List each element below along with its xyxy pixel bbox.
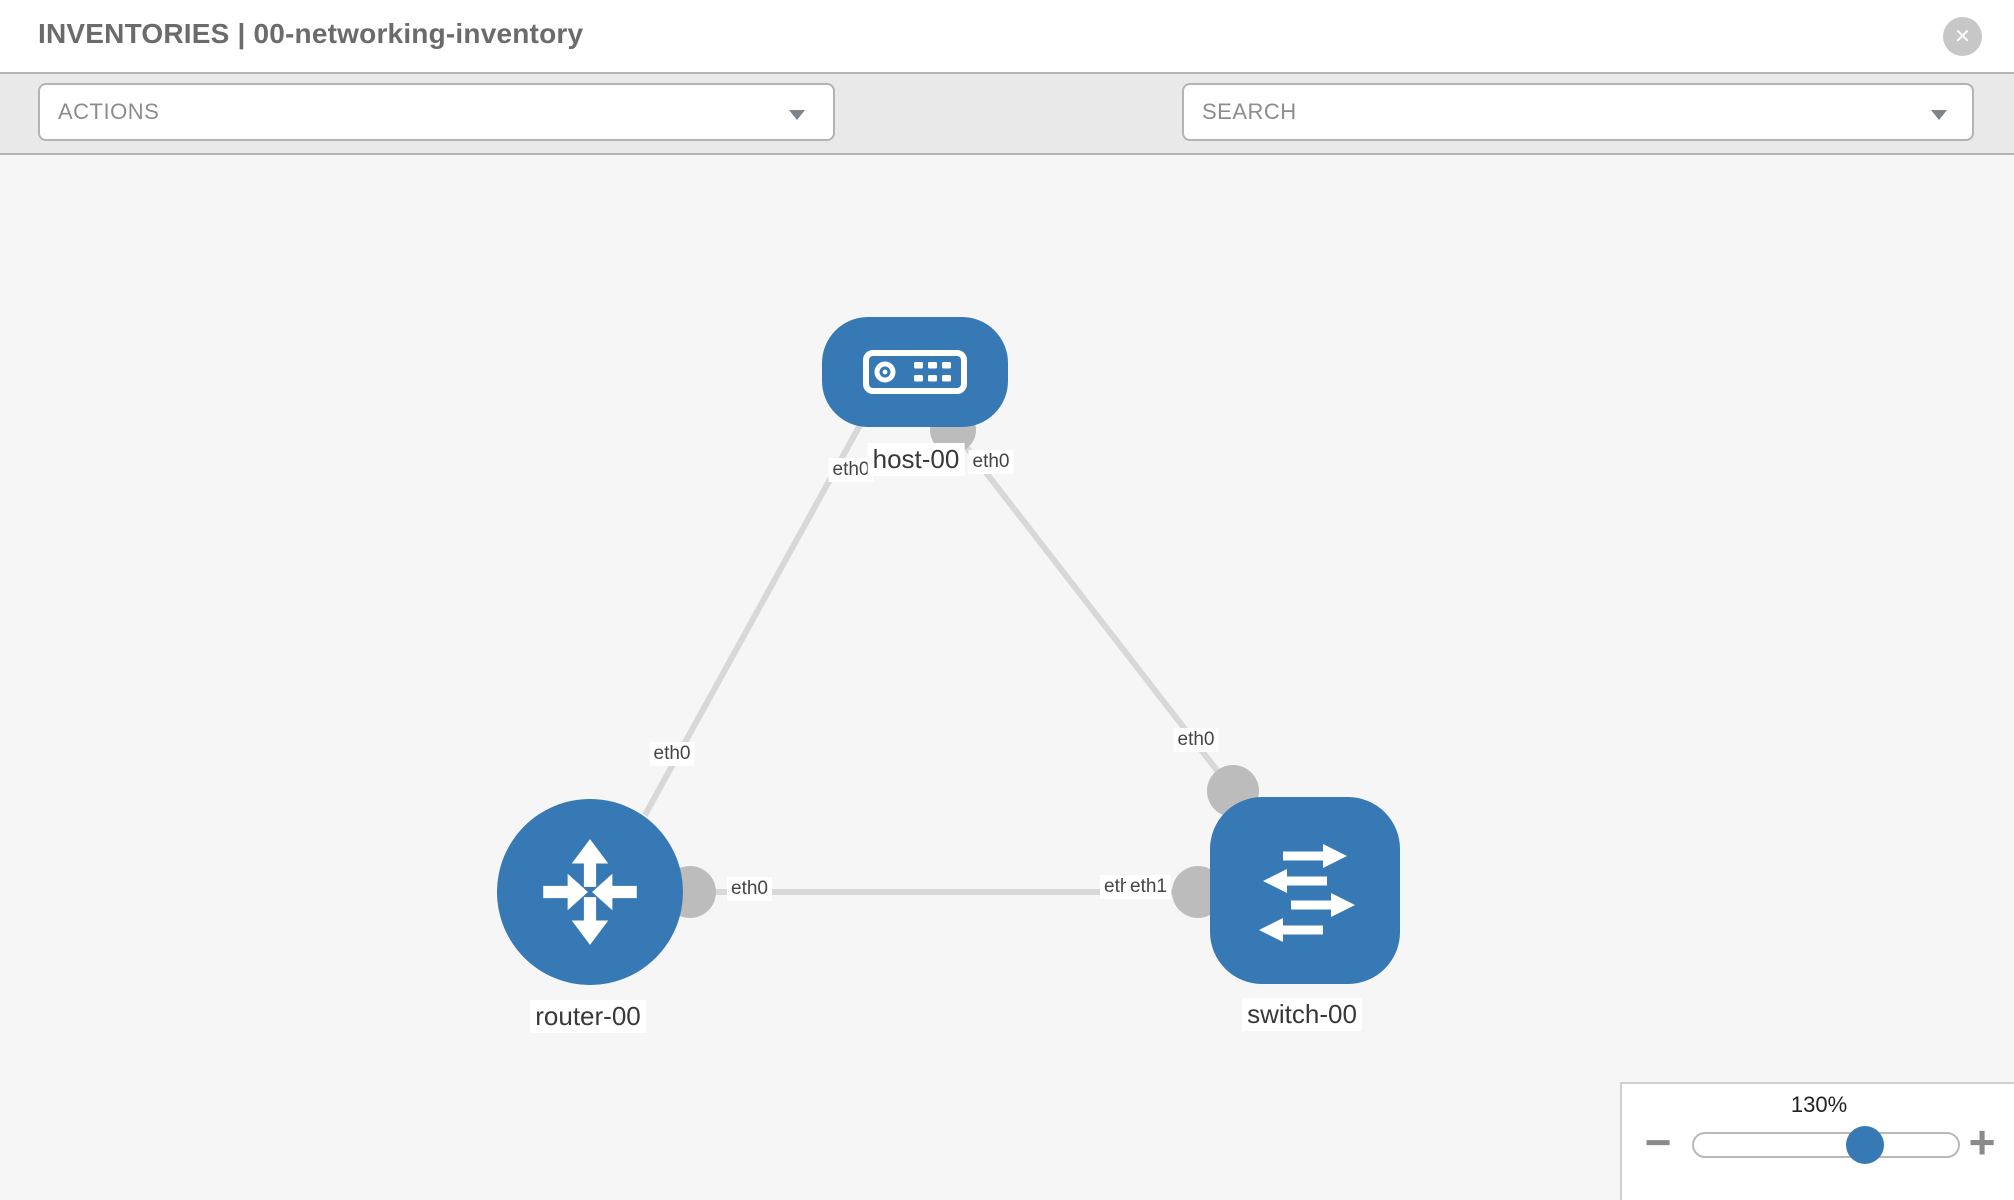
plus-icon: + bbox=[1968, 1116, 1996, 1168]
header-bar: INVENTORIES | 00-networking-inventory ✕ bbox=[0, 0, 2014, 72]
zoom-slider-handle[interactable] bbox=[1846, 1126, 1884, 1164]
zoom-out-button[interactable]: − bbox=[1638, 1114, 1678, 1170]
close-icon: ✕ bbox=[1954, 26, 1971, 48]
node-label-router: router-00 bbox=[530, 1000, 646, 1033]
node-switch[interactable] bbox=[1210, 797, 1400, 984]
router-icon bbox=[543, 839, 637, 945]
interface-label: eth0 bbox=[968, 450, 1014, 474]
node-router[interactable] bbox=[497, 799, 683, 985]
minus-icon: − bbox=[1644, 1116, 1672, 1168]
caret-down-icon bbox=[1931, 110, 1947, 120]
search-placeholder: SEARCH bbox=[1202, 99, 1297, 124]
actions-dropdown-label: ACTIONS bbox=[58, 99, 160, 124]
page-title: INVENTORIES | 00-networking-inventory bbox=[38, 18, 584, 49]
topology-links-layer bbox=[642, 407, 1259, 918]
interface-label: eth0 bbox=[828, 458, 874, 482]
zoom-slider-track[interactable] bbox=[1692, 1132, 1960, 1158]
toolbar: ACTIONS SEARCH bbox=[0, 72, 2014, 210]
node-host[interactable] bbox=[822, 317, 1008, 427]
actions-dropdown[interactable]: ACTIONS bbox=[38, 83, 835, 141]
search-dropdown[interactable]: SEARCH bbox=[1182, 83, 1974, 141]
host-icon bbox=[863, 350, 967, 394]
interface-label: eth0 bbox=[1173, 728, 1219, 752]
node-label-host: host-00 bbox=[867, 443, 965, 476]
zoom-panel: 130% − + bbox=[1620, 1082, 2014, 1200]
interface-label: eth1 bbox=[1126, 875, 1171, 899]
interface-label: eth0 bbox=[727, 877, 772, 901]
topology-canvas: eth0 eth0 eth0 eth0 eth0 eth0 eth1 host-… bbox=[0, 155, 2014, 1200]
zoom-value: 130% bbox=[1790, 1092, 1848, 1117]
close-button[interactable]: ✕ bbox=[1943, 17, 1982, 56]
switch-icon bbox=[1259, 843, 1355, 942]
zoom-in-button[interactable]: + bbox=[1962, 1114, 2002, 1170]
node-label-switch: switch-00 bbox=[1242, 998, 1362, 1031]
caret-down-icon bbox=[789, 110, 805, 120]
interface-label: eth0 bbox=[649, 742, 695, 766]
